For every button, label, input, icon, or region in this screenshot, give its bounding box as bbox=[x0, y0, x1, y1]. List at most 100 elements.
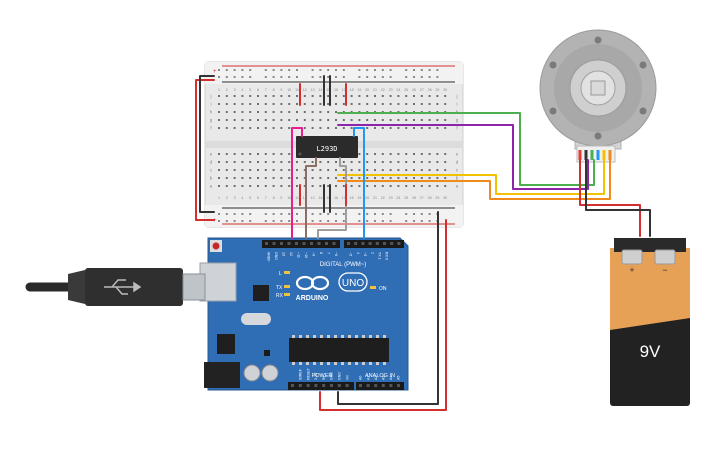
rail-hole[interactable] bbox=[335, 220, 337, 222]
wire-yellow[interactable] bbox=[337, 159, 605, 195]
rail-hole[interactable] bbox=[327, 76, 330, 78]
terminal-hole[interactable] bbox=[366, 161, 369, 163]
rail-hole[interactable] bbox=[225, 76, 228, 78]
terminal-hole[interactable] bbox=[311, 177, 314, 179]
terminal-hole[interactable] bbox=[241, 185, 244, 187]
terminal-hole[interactable] bbox=[272, 185, 275, 187]
terminal-hole[interactable] bbox=[436, 95, 439, 97]
terminal-hole[interactable] bbox=[288, 177, 291, 179]
l293d-chip[interactable]: L293D bbox=[296, 136, 358, 158]
terminal-hole[interactable] bbox=[436, 103, 439, 105]
terminal-hole[interactable] bbox=[327, 161, 330, 163]
terminal-hole[interactable] bbox=[389, 95, 392, 97]
rail-hole[interactable] bbox=[374, 213, 376, 215]
terminal-hole[interactable] bbox=[264, 127, 267, 129]
terminal-hole[interactable] bbox=[233, 127, 236, 129]
terminal-hole[interactable] bbox=[420, 177, 423, 179]
rail-hole[interactable] bbox=[428, 213, 431, 215]
rail-hole[interactable] bbox=[319, 220, 322, 222]
terminal-hole[interactable] bbox=[358, 119, 361, 121]
terminal-hole[interactable] bbox=[233, 119, 236, 121]
terminal-hole[interactable] bbox=[225, 161, 228, 163]
terminal-hole[interactable] bbox=[241, 153, 244, 155]
rail-hole[interactable] bbox=[233, 76, 236, 78]
header-pin[interactable] bbox=[361, 242, 365, 245]
rail-hole[interactable] bbox=[366, 69, 369, 71]
terminal-hole[interactable] bbox=[374, 103, 376, 105]
terminal-hole[interactable] bbox=[397, 161, 400, 163]
terminal-hole[interactable] bbox=[444, 177, 447, 179]
rail-hole[interactable] bbox=[218, 220, 220, 222]
terminal-hole[interactable] bbox=[327, 111, 330, 113]
header-pin[interactable] bbox=[280, 242, 283, 245]
terminal-hole[interactable] bbox=[296, 103, 298, 105]
terminal-hole[interactable] bbox=[366, 153, 369, 155]
rail-hole[interactable] bbox=[241, 220, 244, 222]
rail-hole[interactable] bbox=[381, 213, 384, 215]
terminal-hole[interactable] bbox=[374, 185, 376, 187]
terminal-hole[interactable] bbox=[272, 95, 275, 97]
terminal-hole[interactable] bbox=[218, 185, 220, 187]
terminal-hole[interactable] bbox=[335, 119, 337, 121]
terminal-hole[interactable] bbox=[319, 111, 322, 113]
rail-hole[interactable] bbox=[311, 76, 314, 78]
terminal-hole[interactable] bbox=[257, 185, 259, 187]
rail-hole[interactable] bbox=[413, 76, 415, 78]
rail-hole[interactable] bbox=[319, 213, 322, 215]
rail-hole[interactable] bbox=[249, 213, 252, 215]
terminal-hole[interactable] bbox=[342, 161, 345, 163]
rail-hole[interactable] bbox=[420, 76, 423, 78]
rail-hole[interactable] bbox=[288, 213, 291, 215]
terminal-hole[interactable] bbox=[319, 103, 322, 105]
rail-hole[interactable] bbox=[436, 76, 439, 78]
rail-hole[interactable] bbox=[366, 213, 369, 215]
terminal-hole[interactable] bbox=[413, 127, 415, 129]
rail-hole[interactable] bbox=[405, 213, 408, 215]
header-pin[interactable] bbox=[397, 242, 401, 245]
rail-hole[interactable] bbox=[413, 69, 415, 71]
terminal-hole[interactable] bbox=[311, 185, 314, 187]
rail-hole[interactable] bbox=[389, 213, 392, 215]
rail-hole[interactable] bbox=[241, 213, 244, 215]
rail-hole[interactable] bbox=[381, 220, 384, 222]
terminal-hole[interactable] bbox=[327, 103, 330, 105]
terminal-hole[interactable] bbox=[280, 95, 283, 97]
terminal-hole[interactable] bbox=[288, 103, 291, 105]
header-pin[interactable] bbox=[317, 242, 321, 245]
terminal-hole[interactable] bbox=[358, 185, 361, 187]
terminal-hole[interactable] bbox=[218, 95, 220, 97]
terminal-hole[interactable] bbox=[436, 119, 439, 121]
terminal-hole[interactable] bbox=[397, 185, 400, 187]
terminal-hole[interactable] bbox=[381, 177, 384, 179]
terminal-hole[interactable] bbox=[319, 127, 322, 129]
terminal-hole[interactable] bbox=[296, 185, 298, 187]
rail-hole[interactable] bbox=[413, 220, 415, 222]
terminal-hole[interactable] bbox=[374, 153, 376, 155]
header-pin[interactable] bbox=[322, 384, 326, 387]
header-pin[interactable] bbox=[354, 242, 358, 245]
rail-hole[interactable] bbox=[249, 69, 252, 71]
terminal-hole[interactable] bbox=[319, 119, 322, 121]
rail-hole[interactable] bbox=[272, 220, 275, 222]
rail-hole[interactable] bbox=[280, 213, 283, 215]
terminal-hole[interactable] bbox=[405, 119, 408, 121]
terminal-hole[interactable] bbox=[257, 127, 259, 129]
terminal-hole[interactable] bbox=[374, 169, 376, 171]
terminal-hole[interactable] bbox=[444, 153, 447, 155]
terminal-hole[interactable] bbox=[374, 127, 376, 129]
terminal-hole[interactable] bbox=[413, 169, 415, 171]
terminal-hole[interactable] bbox=[327, 177, 330, 179]
rail-hole[interactable] bbox=[218, 76, 220, 78]
terminal-hole[interactable] bbox=[350, 185, 353, 187]
terminal-hole[interactable] bbox=[436, 185, 439, 187]
terminal-hole[interactable] bbox=[241, 177, 244, 179]
terminal-hole[interactable] bbox=[280, 111, 283, 113]
terminal-hole[interactable] bbox=[288, 169, 291, 171]
terminal-hole[interactable] bbox=[397, 95, 400, 97]
terminal-hole[interactable] bbox=[327, 95, 330, 97]
terminal-hole[interactable] bbox=[405, 95, 408, 97]
rail-hole[interactable] bbox=[374, 76, 376, 78]
terminal-hole[interactable] bbox=[413, 95, 415, 97]
terminal-hole[interactable] bbox=[311, 169, 314, 171]
terminal-hole[interactable] bbox=[257, 161, 259, 163]
